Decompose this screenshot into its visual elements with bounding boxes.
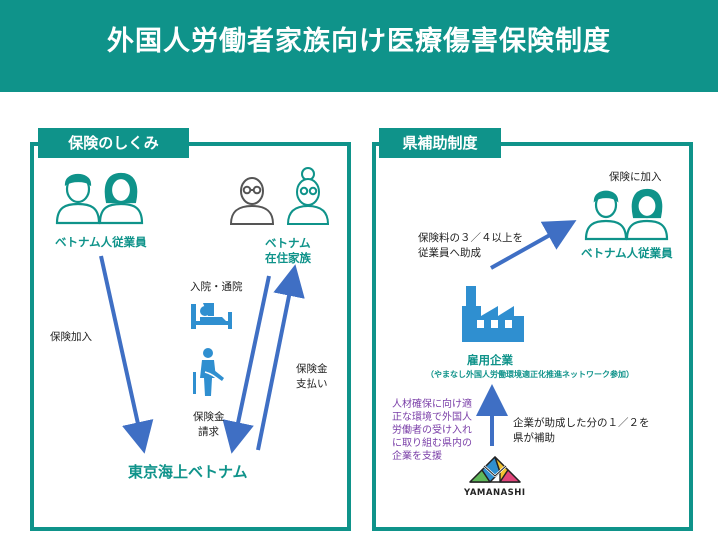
prefecture-subsidy-panel (372, 142, 693, 531)
support-text-line4: に取り組む県内の (392, 438, 472, 449)
employee-female-icon (98, 172, 144, 225)
right-employee-male-icon (584, 190, 628, 241)
employer-sub-label: （やまなし外国人労働環境適正化推進ネットワーク参加） (426, 370, 634, 379)
right-enroll-label: 保険に加入 (609, 171, 662, 183)
hospital-bed-icon (191, 303, 232, 329)
subsidy-label-line1: 保険料の３／４以上を (418, 232, 523, 244)
prefecture-subsidy-tab: 県補助制度 (379, 128, 501, 158)
support-text-line1: 人材確保に向け適 (392, 399, 472, 410)
left-employees-label: ベトナム人従業員 (55, 235, 147, 249)
insurer-label: 東京海上ベトナム (128, 463, 248, 481)
elderly-woman-icon (286, 167, 330, 225)
family-label-line1: ベトナム (265, 236, 311, 250)
yamanashi-logo (469, 456, 521, 483)
hospital-label: 入院・通院 (190, 281, 243, 293)
injured-person-icon (193, 348, 225, 396)
factory-icon (462, 286, 524, 342)
payout-arrow (256, 264, 305, 451)
employer-label: 雇用企業 (467, 353, 513, 367)
support-text-line2: 正な環境で外国人 (392, 412, 472, 423)
enroll-arrow (99, 255, 154, 454)
payout-label-line2: 支払い (296, 378, 328, 390)
claim-arrow (222, 275, 271, 454)
right-employee-female-icon (625, 188, 669, 241)
employee-male-icon (55, 173, 101, 225)
claim-label-line2: 請求 (198, 426, 219, 438)
insurance-mechanism-tab: 保険のしくみ (38, 128, 189, 158)
elderly-man-icon (229, 177, 275, 225)
support-text-line5: 企業を支援 (392, 451, 442, 462)
prefecture-aid-label-line2: 県が補助 (513, 432, 555, 444)
page-title: 外国人労働者家族向け医療傷害保険制度 (107, 26, 611, 57)
support-text-line3: 労働者の受け入れ (392, 425, 472, 436)
claim-label-line1: 保険金 (193, 411, 225, 423)
payout-label-line1: 保険金 (296, 363, 328, 375)
header-banner: 外国人労働者家族向け医療傷害保険制度 (0, 0, 718, 92)
subsidy-label-line2: 従業員へ助成 (418, 247, 481, 259)
yamanashi-logo-text: YAMANASHI (464, 488, 526, 498)
enroll-label: 保険加入 (50, 331, 92, 343)
prefecture-aid-label-line1: 企業が助成した分の１／２を (513, 417, 650, 429)
family-label-line2: 在住家族 (265, 251, 311, 265)
subsidy-arrow (490, 220, 577, 270)
right-employees-label: ベトナム人従業員 (581, 246, 673, 260)
